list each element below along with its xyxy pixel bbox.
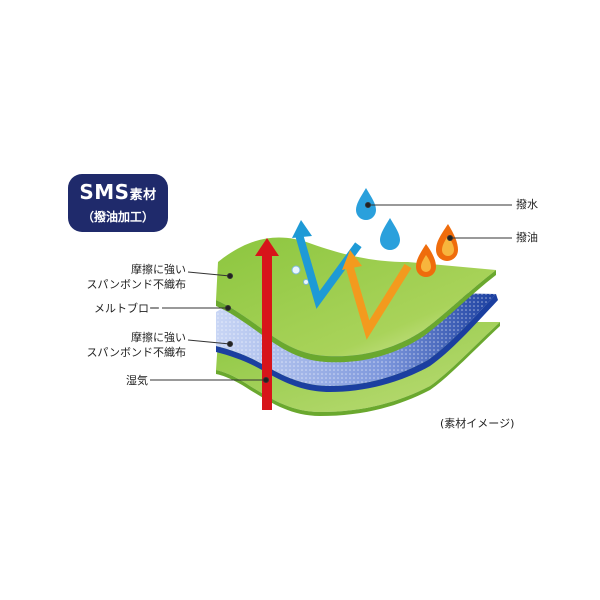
middle-layer-label: メルトブロー [94,301,160,316]
top-layer-label-line1: 摩擦に強い [131,263,186,276]
material-image-caption: (素材イメージ) [440,417,515,430]
bottom-layer-label-line1: 摩擦に強い [131,331,186,344]
water-repellent-label: 撥水 [516,198,538,211]
oil-repellent-label: 撥油 [516,231,538,244]
middle-layer-label-text: メルトブロー [94,302,160,315]
bottom-layer-label: 摩擦に強い スパンボンド不織布 [86,330,186,360]
flame-drop-icon [442,236,454,256]
water-bead [303,279,309,285]
oil-repel-arrow [342,250,412,340]
water-bead [291,265,301,275]
badge-title: SMS素材 [68,180,168,208]
top-layer-label-line2: スパンボンド不織布 [86,278,186,291]
top-layer-label: 摩擦に強い スパンボンド不織布 [86,262,186,292]
moisture-label-text: 湿気 [126,374,148,387]
badge-title-suffix: 素材 [129,188,157,203]
bottom-layer-label-line2: スパンボンド不織布 [86,346,186,359]
moisture-label: 湿気 [126,373,148,388]
leader-lines [150,202,512,383]
water-repel-arrow [292,220,362,309]
badge-title-main: SMS [79,180,130,204]
flame-drop-icon [421,255,431,272]
water-drop-icon [380,218,400,250]
badge-subtitle: （撥油加工） [81,210,154,224]
moisture-arrow [255,238,279,410]
sms-material-badge: SMS素材 （撥油加工） [68,174,168,232]
